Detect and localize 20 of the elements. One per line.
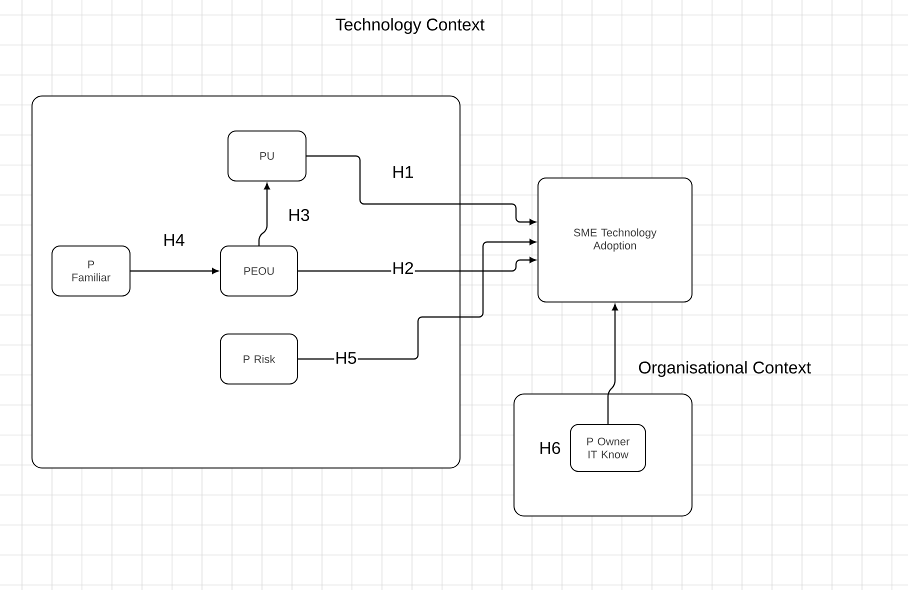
edge-label: H4 — [162, 233, 186, 247]
arrow — [607, 304, 618, 424]
arrow — [306, 155, 536, 225]
context-heading: Technology Context — [336, 18, 484, 34]
edge-label: H5 — [334, 351, 358, 365]
arrow — [298, 257, 536, 272]
process-box: P Familiar — [52, 246, 130, 296]
hypothesis-label: H6 — [540, 442, 560, 454]
process-box: SME Technology Adoption — [538, 178, 692, 302]
process-box: PU — [228, 130, 306, 182]
arrow — [298, 239, 536, 360]
process-box: P Owner IT Know — [570, 424, 646, 472]
edge-label: H2 — [391, 261, 415, 275]
edge-label: H1 — [391, 165, 415, 179]
arrow — [130, 268, 218, 274]
edge-label: H3 — [287, 208, 311, 222]
process-box: P Risk — [220, 334, 298, 384]
arrow — [258, 183, 270, 246]
process-box: PEOU — [220, 246, 298, 296]
context-heading: Organisational Context — [639, 361, 811, 377]
